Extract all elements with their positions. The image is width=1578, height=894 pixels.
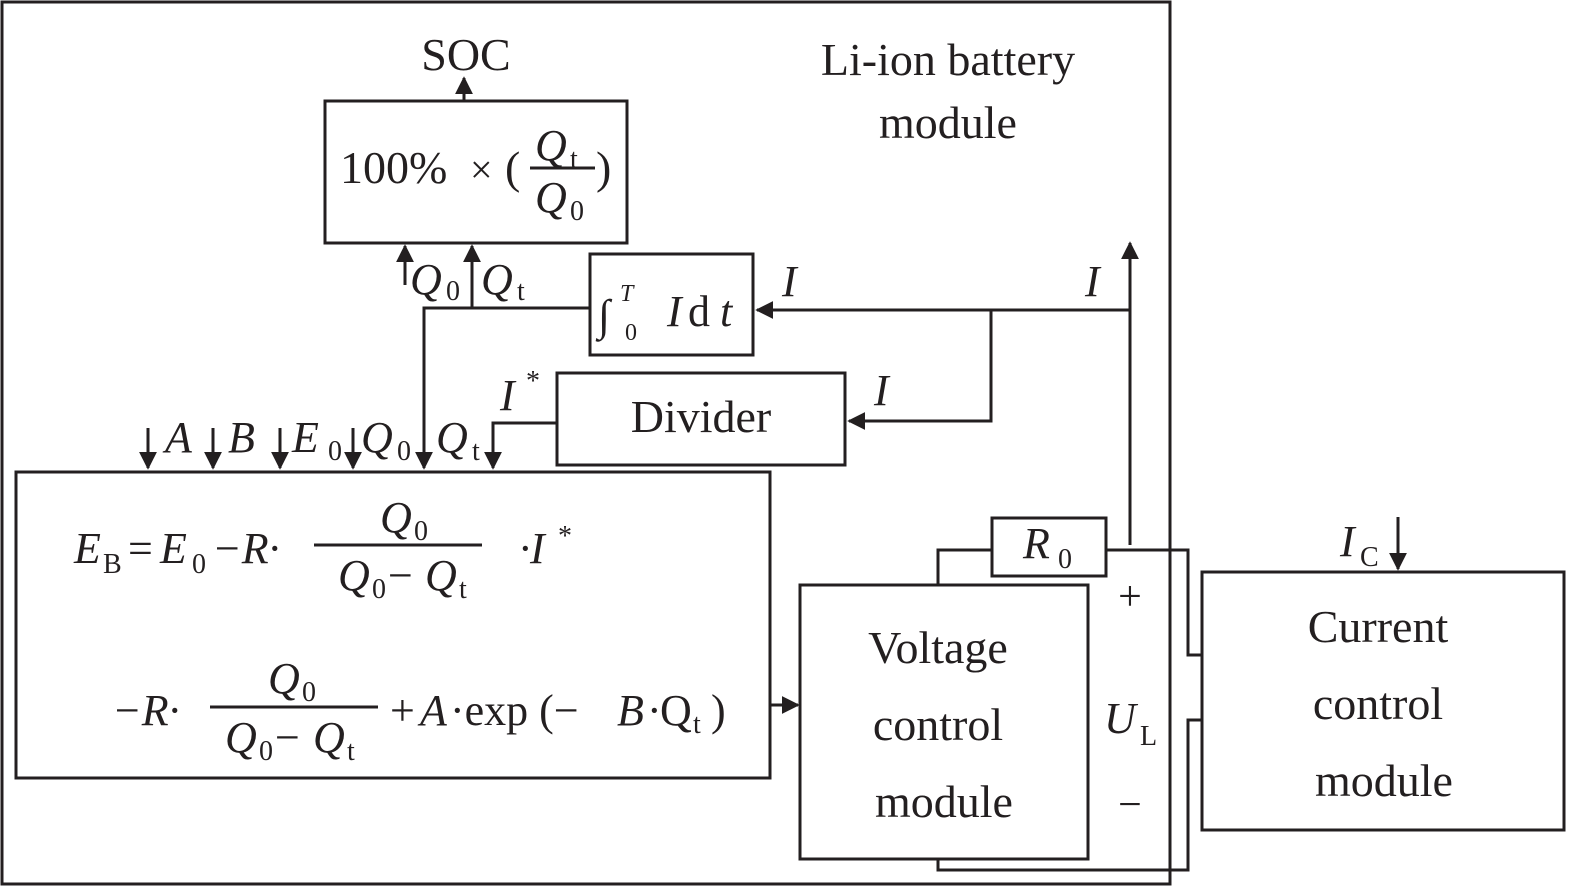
divider-block [555,371,847,467]
integrator-input-i-label: I [781,257,799,306]
eq-eb-sub: B [103,549,122,580]
eq-frac2-num-sub: 0 [302,677,316,708]
eq-minus-r-2: −R· [112,686,180,735]
eq-frac2-den-a-var: Q [225,713,257,762]
param-e0-var: E [291,413,319,462]
current-module-line3: module [1315,755,1453,806]
voltage-equation-block [14,470,772,780]
param-a-label: A [162,413,193,462]
eq-e0-sub: 0 [192,549,206,580]
integrator-t: t [720,287,734,336]
soc-close-paren: ) [596,142,611,193]
terminal-ul-sub: L [1140,721,1157,752]
soc-times: × [470,147,493,192]
voltage-module-line1: Voltage [868,622,1008,673]
param-qt-var: Q [436,413,468,462]
current-control-module [1200,570,1566,832]
eq-a-var: A [417,686,448,735]
integrator-var: I [666,287,684,336]
eq-frac1-num-sub: 0 [414,516,428,547]
current-input-var: I [1339,517,1357,566]
divider-output-sup: * [526,366,540,397]
battery-module-border [0,0,1172,886]
eq-frac1-den-b-sub: t [459,574,467,605]
eq-i-var: I [529,524,547,573]
eq-frac1-den-minus: − [388,551,413,600]
terminal-plus: + [1118,574,1142,620]
voltage-return-wire [936,718,1202,872]
eq-frac2-num-var: Q [268,654,300,703]
eq-eb-var: E [73,524,101,573]
eq-plus: + [390,686,415,735]
resistor-r0 [990,516,1108,578]
divider-to-equation-line [484,421,557,470]
voltage-module-line3: module [875,776,1013,827]
eq-e0-var: E [159,524,187,573]
eq-minus-r-1: −R· [212,524,280,573]
integrator-d: d [688,287,710,336]
eq-q-tail: Q [660,686,692,735]
battery-module-label-line2: module [879,97,1017,148]
soc-open-paren: ( [505,142,520,193]
divider-input-i-label: I [873,366,891,415]
eq-times-i: · [518,524,533,573]
soc-den-var: Q [535,173,567,222]
resistor-var: R [1022,519,1050,568]
current-i-label: I [1084,257,1102,306]
voltage-module-line2: control [873,699,1003,750]
eq-equals: = [128,524,153,573]
current-module-line1: Current [1308,601,1449,652]
param-q0-var: Q [361,413,393,462]
eq-i-sup: * [558,521,572,552]
param-b-label: B [228,413,255,462]
eq-frac1-num-var: Q [380,493,412,542]
soc-block [323,99,629,245]
resistor-to-current-module-wire [1106,548,1202,657]
voltage-to-resistor-wire [936,548,992,585]
eq-exp: ·exp (− [450,686,579,735]
eq-dot: · [647,686,662,735]
divider-output-var: I [499,371,517,420]
eq-frac2-den-minus: − [275,713,300,762]
soc-num-var: Q [535,121,567,170]
terminal-ul-var: U [1104,694,1139,743]
param-e0-sub: 0 [328,436,342,467]
terminal-minus: − [1118,782,1142,828]
eq-q-tail-sub: t [693,709,701,740]
eq-close-paren: ) [711,686,726,735]
current-input-sub: C [1360,542,1379,573]
integrator-lower: 0 [625,320,637,346]
soc-formula-prefix: 100% [340,142,447,193]
integrator-sign: ∫ [595,291,613,342]
battery-module-label-line1: Li-ion battery [821,34,1075,85]
eq-frac2-den-b-sub: t [347,736,355,767]
soc-q0-var: Q [410,255,442,304]
param-qt-sub: t [472,436,480,467]
eq-frac1-den-a-sub: 0 [372,574,386,605]
soc-num-sub: t [570,144,578,175]
eq-frac2-den-a-sub: 0 [259,736,273,767]
divider-label: Divider [631,391,772,442]
soc-qt-sub: t [517,276,525,307]
voltage-control-module [798,583,1090,861]
soc-qt-var: Q [481,255,513,304]
eq-frac2-den-b-var: Q [313,713,345,762]
integrator-upper: T [620,281,635,307]
resistor-sub: 0 [1058,544,1072,575]
integrator-to-equation-q0-line [415,306,590,470]
eq-frac1-den-a-var: Q [338,551,370,600]
integrator-block [588,252,755,357]
soc-q0-sub: 0 [446,276,460,307]
soc-output-label: SOC [421,29,510,80]
soc-den-sub: 0 [570,196,584,227]
current-module-line2: control [1313,678,1443,729]
param-q0-sub: 0 [397,436,411,467]
eq-frac1-den-b-var: Q [425,551,457,600]
current-to-divider-line [847,310,993,430]
eq-b-var: B [617,686,644,735]
